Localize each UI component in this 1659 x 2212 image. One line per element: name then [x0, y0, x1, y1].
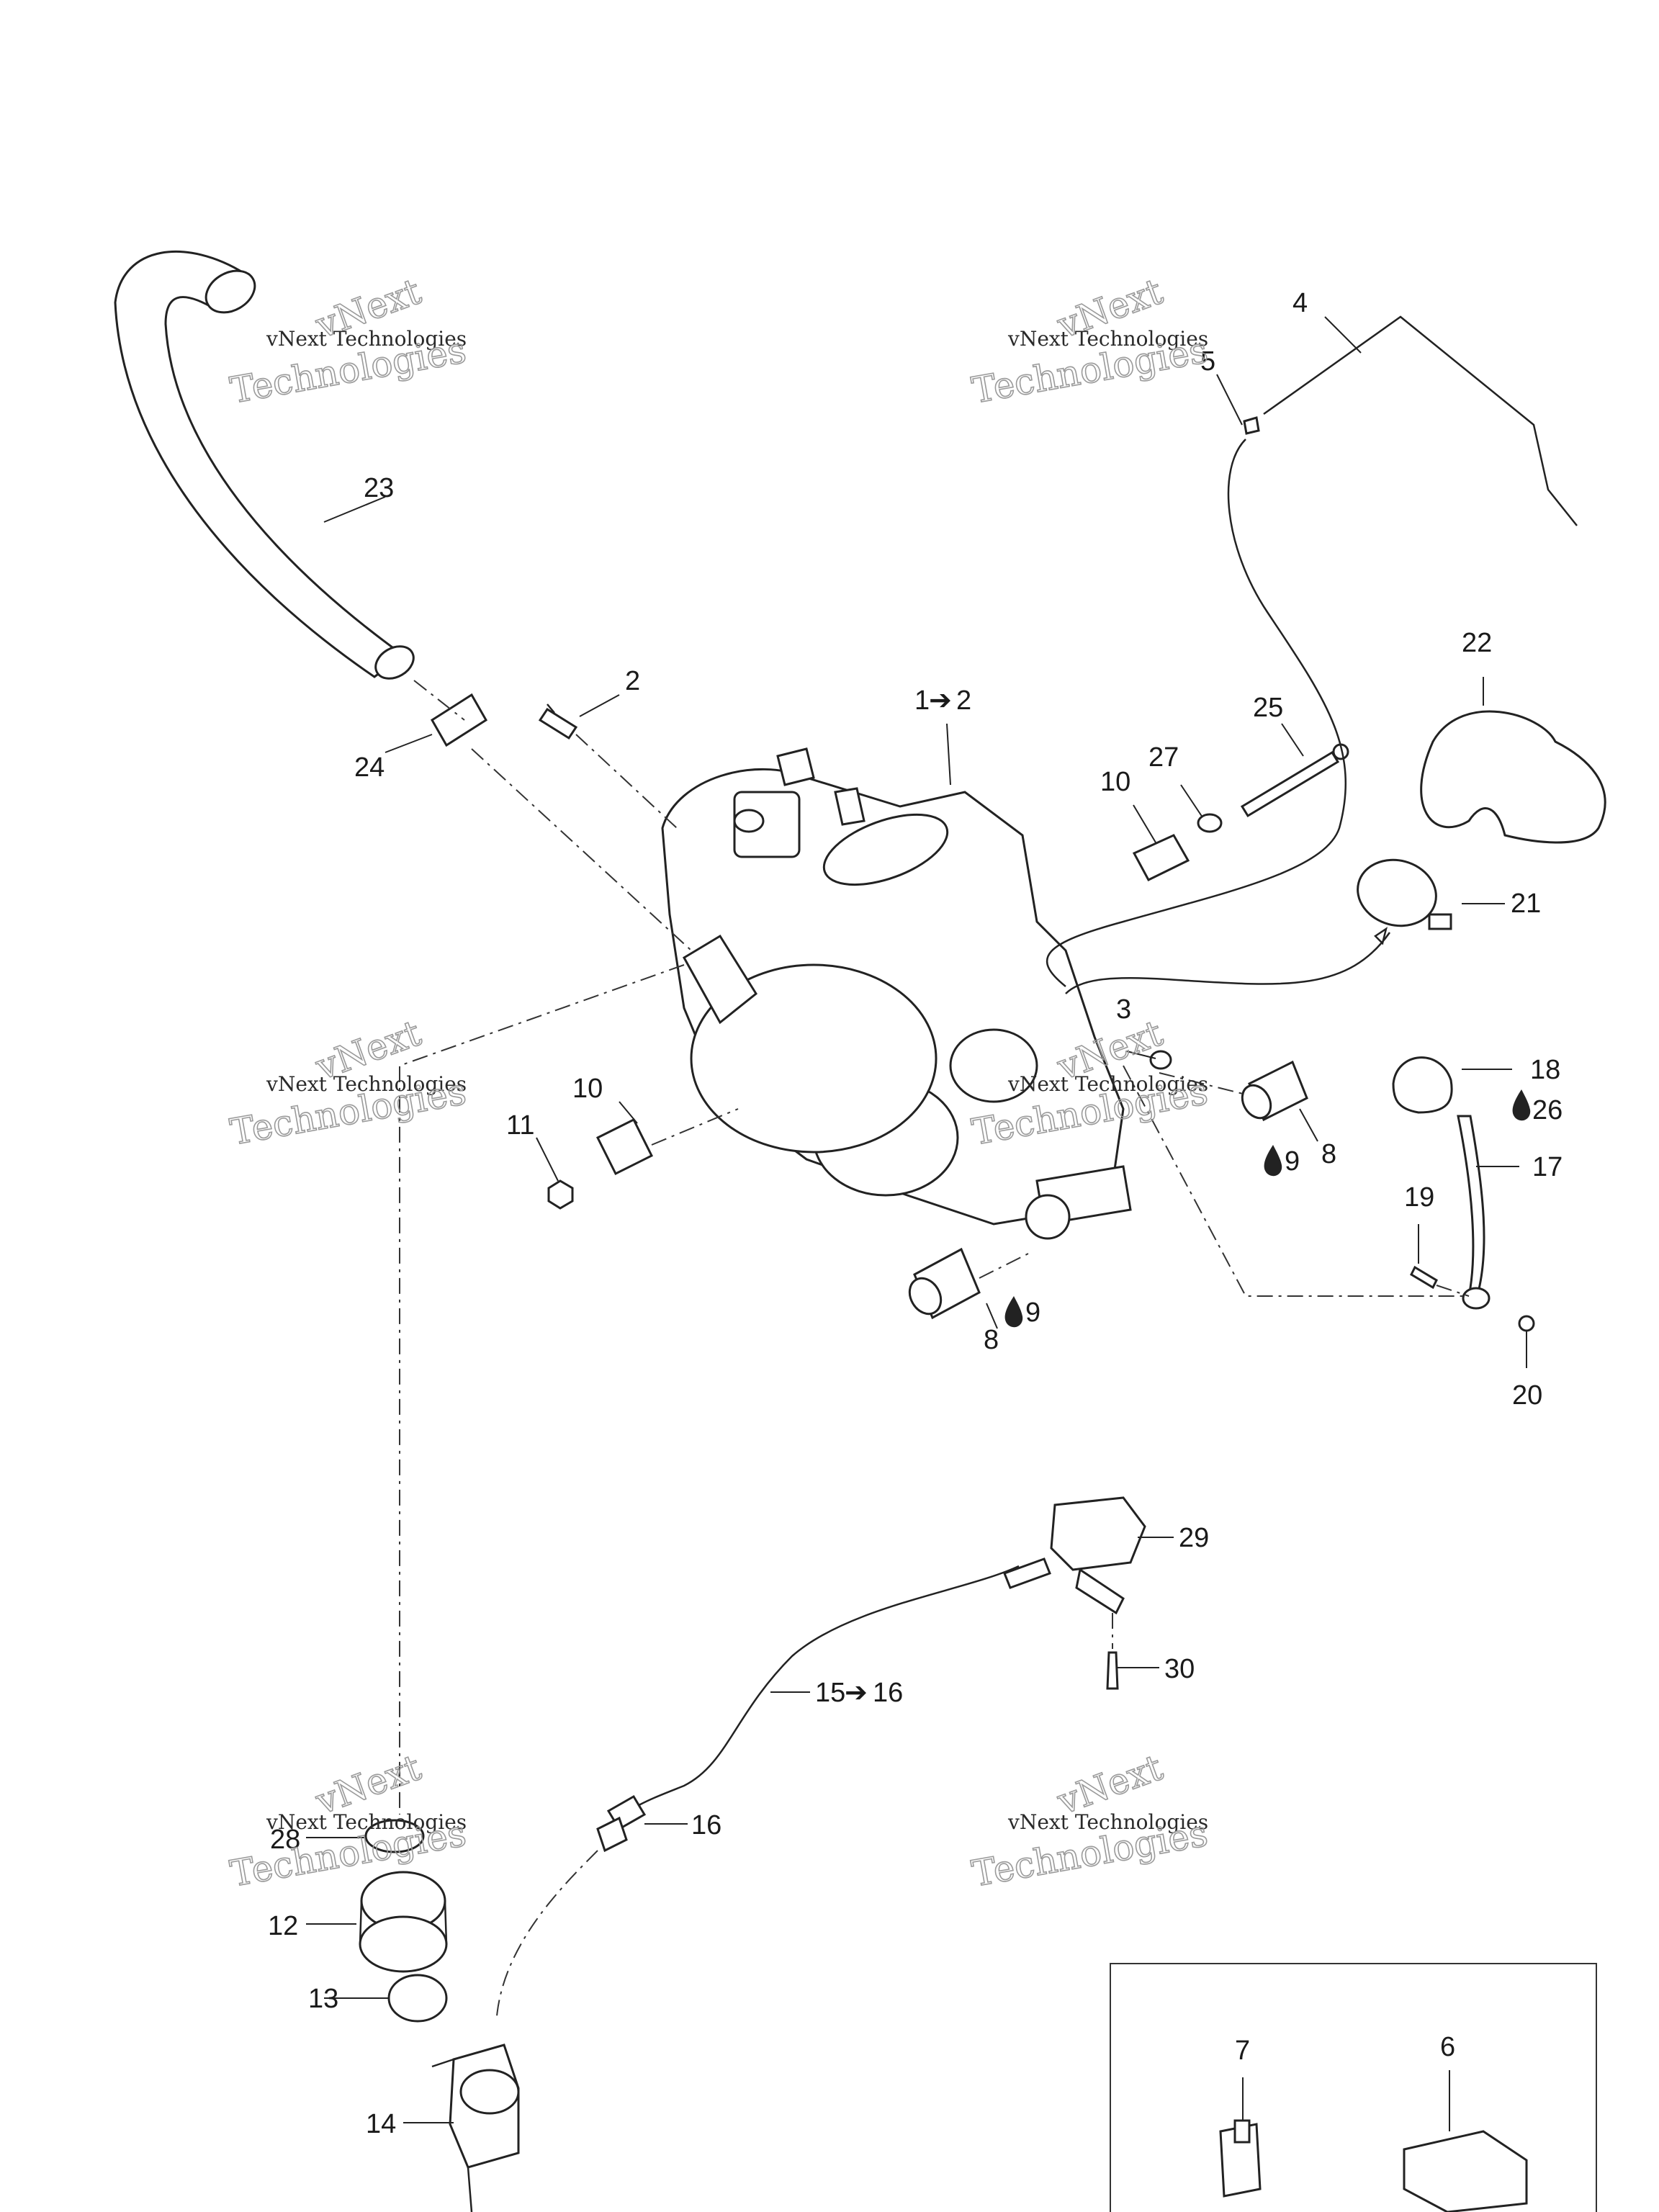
part-28-clamp [364, 1819, 425, 1853]
part-15-throttle-cable [604, 1557, 1051, 1833]
part-18-knob [1392, 1056, 1453, 1114]
breather-hose [1046, 439, 1347, 987]
callout-2: 2 [625, 666, 640, 696]
part-23-exhaust-pipe [114, 250, 415, 680]
construction-line [979, 1252, 1030, 1279]
callout-22: 22 [1462, 628, 1492, 658]
callout-14: 14 [366, 2109, 396, 2139]
callout-26: 26 [1532, 1095, 1563, 1125]
part-12-intake-boot [359, 1871, 448, 1973]
part-1-engine [661, 747, 1132, 1240]
svg-text:vNext Technologies: vNext Technologies [1007, 327, 1208, 351]
callout-1: 1 [914, 685, 930, 716]
part-19-screw [1410, 1265, 1438, 1290]
callout-16: 16 [691, 1810, 721, 1840]
callout-3: 3 [1116, 994, 1131, 1025]
callout-1-arrow: ➔ [929, 685, 952, 716]
callout-15-arrow: ➔ [845, 1678, 868, 1708]
callout-12: 12 [268, 1911, 298, 1941]
part-4-vent-hose [1263, 315, 1578, 526]
part-22-air-boot [1420, 710, 1606, 844]
part-14-carburetor [431, 2044, 520, 2212]
callout-6: 6 [1440, 2032, 1455, 2062]
part-8-engine-mount-right [1241, 1060, 1308, 1122]
svg-text:vNext Technologies: vNext Technologies [266, 1810, 467, 1834]
callout-9-right: 9 [1285, 1146, 1300, 1177]
part-27-washer [1197, 813, 1223, 833]
svg-text:vNext Technologies: vNext Technologies [266, 327, 467, 351]
construction-line [1159, 1072, 1246, 1095]
callout-21: 21 [1511, 889, 1541, 919]
construction-line [651, 1108, 739, 1146]
callout-30: 30 [1164, 1654, 1195, 1684]
part-7-ignition-coil [1219, 2077, 1262, 2198]
callout-11: 11 [506, 1110, 534, 1141]
construction-line [399, 964, 685, 1815]
drop-icon [1004, 1296, 1023, 1328]
part-5-fitting [1243, 416, 1260, 435]
construction-line [471, 748, 692, 951]
callout-27: 27 [1148, 742, 1179, 773]
drop-icon [1512, 1089, 1531, 1121]
callout-23: 23 [364, 473, 394, 503]
construction-line [1436, 1285, 1470, 1297]
part-29-throttle-housing [1050, 1496, 1146, 1615]
watermark: vNext vNext Technologies Technologies [227, 270, 470, 413]
callout-29: 29 [1179, 1523, 1209, 1553]
air-hose [1065, 932, 1391, 994]
svg-text:vNext Technologies: vNext Technologies [1007, 1810, 1208, 1834]
part-21-clamp [1357, 858, 1452, 930]
part-10-rubber-mount-lower [595, 1118, 654, 1176]
callout-28: 28 [270, 1825, 300, 1855]
callout-19: 19 [1404, 1182, 1434, 1213]
svg-text:vNext Technologies: vNext Technologies [1007, 1072, 1208, 1096]
callout-7: 7 [1235, 2036, 1250, 2066]
construction-line [575, 734, 678, 829]
part-17-lever [1457, 1115, 1491, 1310]
svg-text:vNext Technologies: vNext Technologies [266, 1072, 467, 1096]
callout-15: 15 [815, 1678, 845, 1708]
callout-15-to: 16 [873, 1678, 903, 1708]
callout-24: 24 [354, 752, 385, 783]
leader-lines [306, 316, 1527, 2123]
callout-20: 20 [1512, 1380, 1542, 1411]
callout-17: 17 [1532, 1152, 1563, 1182]
part-8-engine-mount-lower [908, 1247, 981, 1320]
callout-18: 18 [1530, 1055, 1560, 1085]
watermark: vNext vNext Technologies Technologies [227, 1012, 470, 1154]
callout-5: 5 [1200, 346, 1215, 377]
part-16-cable-end [596, 1794, 647, 1853]
callout-13: 13 [308, 1984, 338, 2014]
callout-25: 25 [1253, 693, 1283, 723]
callout-1-to: 2 [956, 685, 971, 716]
callout-4: 4 [1292, 288, 1308, 318]
part-13-clamp [387, 1974, 448, 2023]
watermark: vNext vNext Technologies Technologies [227, 1746, 470, 1896]
part-30-screw [1106, 1651, 1119, 1690]
part-6-cdi-module [1403, 2070, 1528, 2212]
drop-icon [1264, 1145, 1282, 1177]
callout-8-right: 8 [1321, 1139, 1336, 1169]
part-10-rubber-mount-upper [1132, 834, 1190, 881]
callout-8-lower: 8 [984, 1325, 999, 1355]
part-3-bracket [1149, 1050, 1172, 1070]
part-20-nut [1518, 1315, 1535, 1332]
watermark: vNext vNext Technologies Technologies [968, 270, 1212, 413]
cable-route [496, 1850, 598, 2017]
callout-10-lower: 10 [572, 1074, 603, 1104]
part-11-nut [547, 1179, 574, 1210]
watermark: vNext vNext Technologies Technologies [968, 1746, 1212, 1896]
callout-9-lower: 9 [1025, 1298, 1040, 1328]
callout-10-upper: 10 [1100, 767, 1130, 797]
part-2-spark-plug [538, 703, 578, 740]
construction-line [413, 680, 465, 721]
part-24-clamp [430, 693, 488, 747]
part-25-bolt [1240, 743, 1349, 818]
arrow-head [1374, 927, 1388, 945]
inset-frame [1110, 1963, 1597, 2212]
